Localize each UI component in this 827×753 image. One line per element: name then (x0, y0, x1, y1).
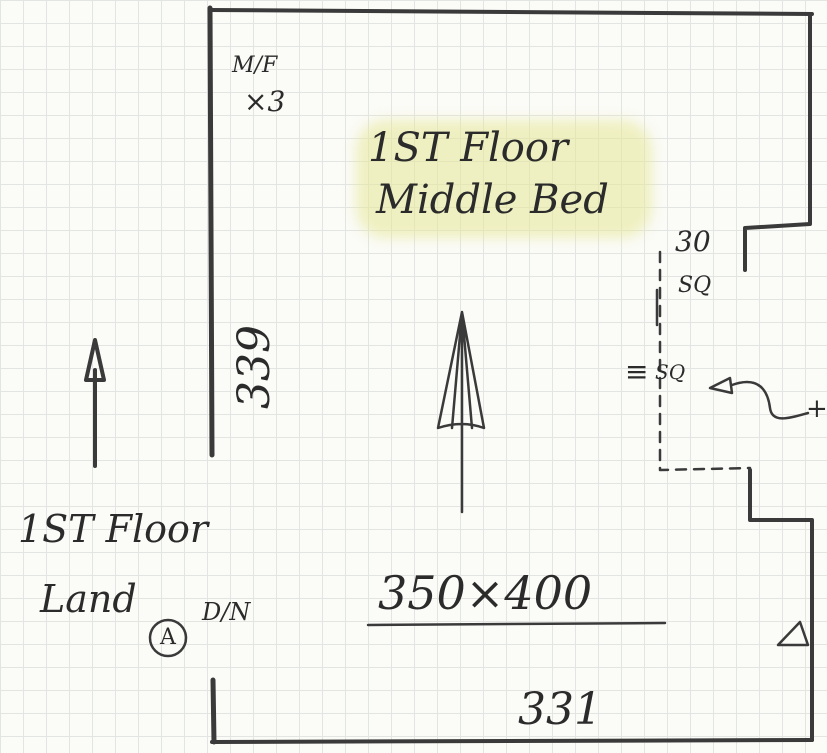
landing-direction-arrow (84, 338, 106, 468)
mf-label: M/F (232, 53, 278, 78)
corner-area-top: 30 (675, 225, 711, 258)
corner-area-mid-prefix: ≡ (625, 355, 649, 388)
plus-mark: + (806, 394, 827, 424)
pointer-squiggle (708, 376, 810, 420)
door-marker-circle (148, 618, 188, 658)
landing-line1: 1ST Floor (18, 507, 209, 551)
corner-area-mid: SQ (655, 360, 686, 384)
wall-right-lower (748, 468, 814, 742)
corner-area-top-unit: SQ (678, 273, 712, 298)
cupboard-outline (658, 250, 752, 472)
door-label: D/N (202, 598, 251, 626)
wall-bottom (210, 738, 814, 744)
room-direction-arrow (436, 310, 486, 514)
door-marker-letter: A (160, 625, 176, 650)
left-wall-measure: 339 (229, 325, 280, 409)
wall-right-upper (743, 12, 812, 272)
mf-count: ×3 (244, 85, 286, 118)
landing-line2: Land (40, 577, 137, 621)
wall-left (207, 5, 215, 458)
room-dimensions: 350×400 (378, 566, 593, 620)
door-marker-triangle (776, 620, 810, 647)
wall-left-lower (210, 677, 217, 745)
bottom-wall-measure: 331 (518, 684, 602, 735)
wall-top (208, 8, 814, 16)
title-highlight (356, 120, 652, 238)
dimension-underline (366, 621, 667, 627)
room-title-line2: Middle Bed (376, 177, 609, 223)
room-title-line1: 1ST Floor (368, 125, 569, 171)
